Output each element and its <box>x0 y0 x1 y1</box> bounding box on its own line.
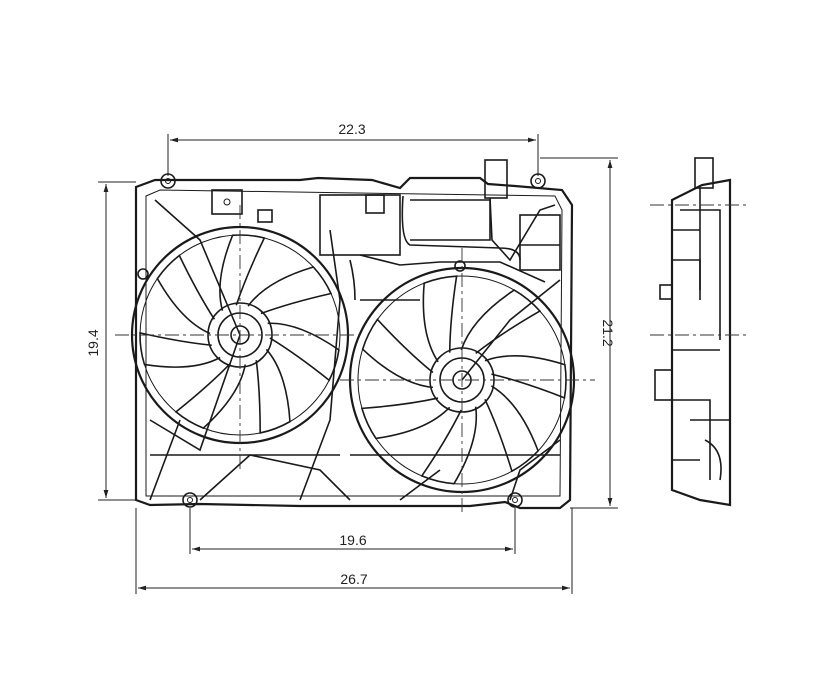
dimension-bottom-overall: 26.7 <box>135 508 573 594</box>
center-lines <box>115 205 595 515</box>
fan-blade <box>255 348 291 434</box>
front-view <box>115 159 595 515</box>
fan-blade <box>139 331 221 368</box>
shroud-outline <box>134 176 574 510</box>
fan-blade <box>420 406 478 485</box>
dim-label-bottom-inner: 19.6 <box>339 532 366 548</box>
mount-hole-bottom-right <box>507 492 523 508</box>
side-view-motor-tab <box>654 369 673 401</box>
shroud-inner-edge <box>145 189 563 497</box>
dim-label-top: 22.3 <box>338 121 365 137</box>
fan-blade <box>174 362 247 429</box>
fan-blade <box>361 318 434 389</box>
dimension-bottom-inner: 19.6 <box>189 508 516 554</box>
fan-blade <box>360 397 451 440</box>
fan-blade <box>484 385 540 473</box>
dim-label-right: 21.2 <box>600 319 616 346</box>
right-fan-blades <box>360 275 567 485</box>
fan-blade <box>247 266 333 315</box>
fan-blade <box>460 289 542 354</box>
center-hole <box>454 260 466 272</box>
dimension-left: 19.4 <box>85 181 136 501</box>
motor-wiring-area <box>211 159 561 301</box>
side-hole <box>137 268 149 280</box>
fan-blade <box>219 234 266 311</box>
mount-hole-top-right <box>530 173 546 189</box>
dim-label-bottom-overall: 26.7 <box>340 571 367 587</box>
fan-blade <box>422 275 458 363</box>
top-pipe <box>484 159 508 199</box>
support-struts <box>149 199 561 501</box>
connector-left <box>211 189 243 215</box>
dim-label-left: 19.4 <box>85 329 101 356</box>
side-view-pipe <box>694 157 714 189</box>
fan-blade <box>156 254 216 335</box>
fan-blade <box>484 354 567 399</box>
dimension-top: 22.3 <box>167 121 539 176</box>
fan-blade <box>267 322 340 382</box>
side-view <box>650 157 750 507</box>
mount-hole-bottom-left <box>182 492 198 508</box>
dimension-right: 21.2 <box>540 157 618 509</box>
connector-center <box>365 194 385 214</box>
